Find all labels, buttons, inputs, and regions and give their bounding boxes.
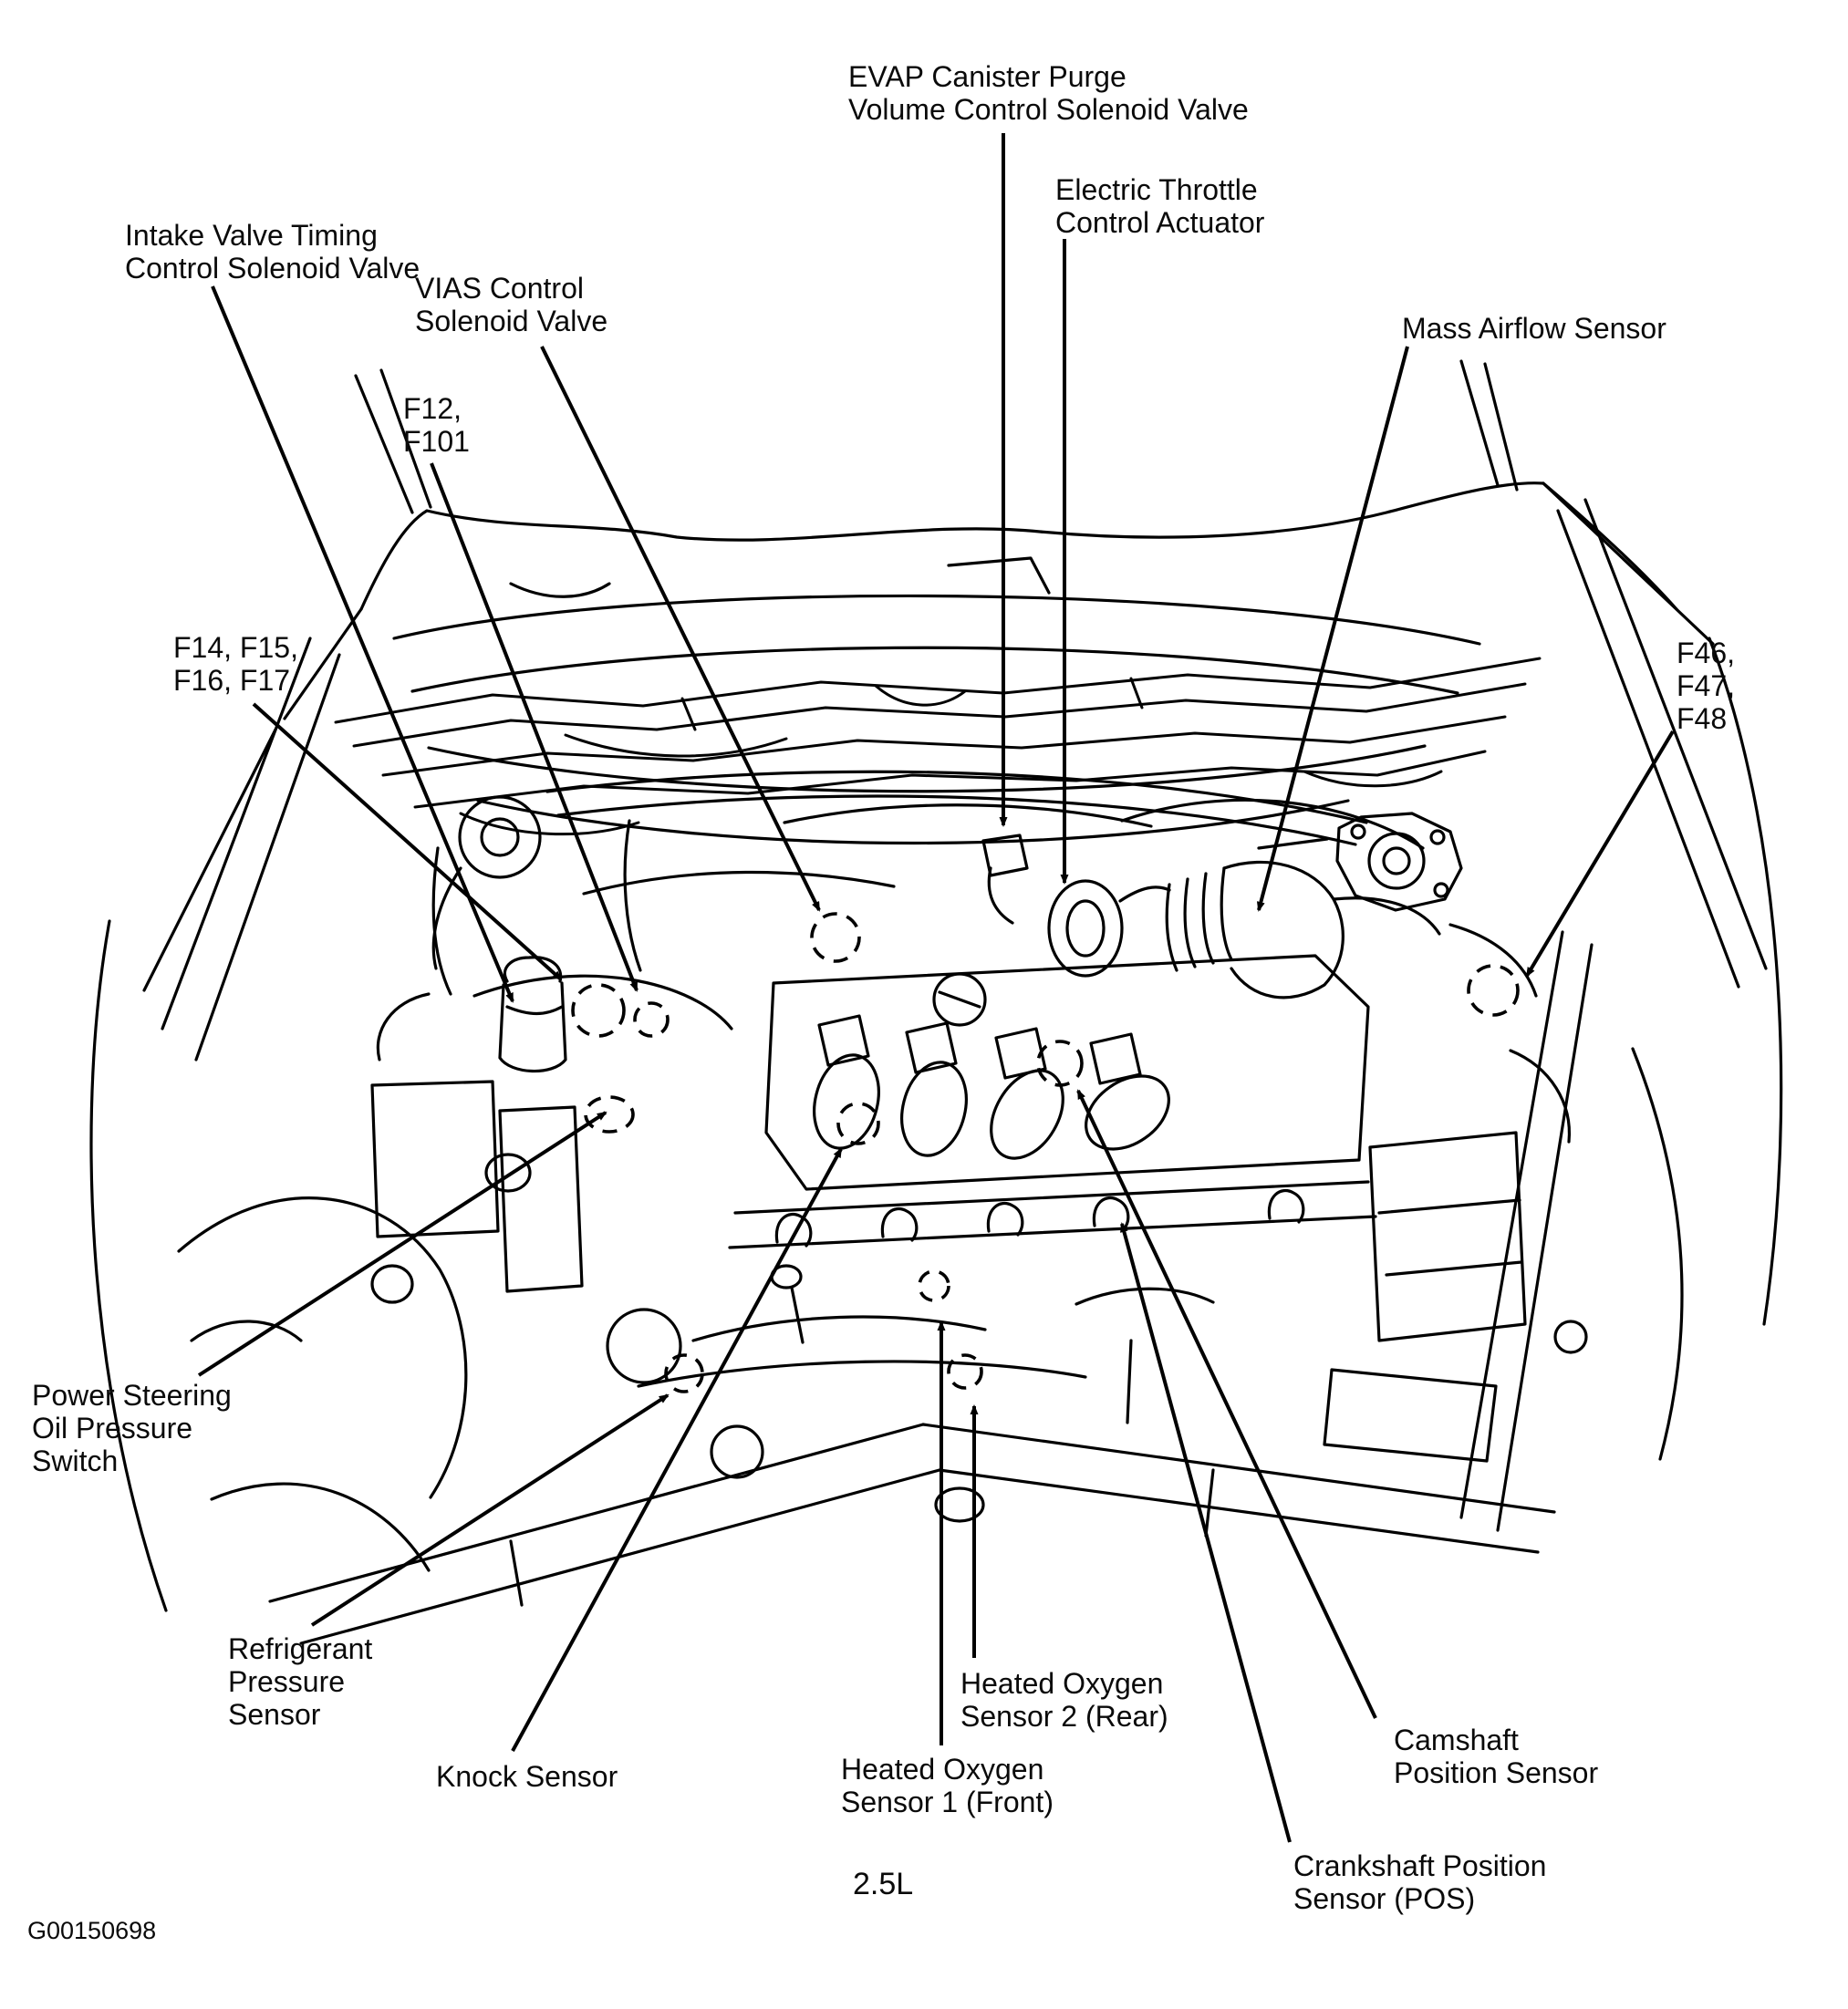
label-line: Camshaft [1394, 1724, 1519, 1756]
leader-lines [197, 133, 1675, 1843]
label-ho2s2-rear: Heated Oxygen Sensor 2 (Rear) [960, 1667, 1168, 1733]
throttle-and-intake-duct [981, 834, 1441, 999]
label-line: Electric Throttle [1055, 173, 1258, 206]
right-strut-tower [1257, 812, 1463, 912]
label-f14-f17: F14, F15, F16, F17 [173, 631, 298, 697]
label-line: G00150698 [27, 1917, 157, 1944]
target-solenoid-cluster [571, 983, 626, 1038]
left-strut-tower [431, 795, 542, 970]
label-line: Refrigerant [228, 1632, 373, 1665]
label-line: Control Actuator [1055, 206, 1265, 239]
label-line: Pressure [228, 1665, 346, 1698]
label-line: Knock Sensor [436, 1760, 618, 1793]
label-line: 2.5L [853, 1867, 914, 1901]
label-camshaft-position-sensor: Camshaft Position Sensor [1394, 1724, 1598, 1789]
target-refrigerant [664, 1353, 704, 1393]
leader-mass-airflow [1256, 346, 1409, 912]
target-power-steering [584, 1095, 635, 1134]
label-line: Control Solenoid Valve [125, 252, 420, 285]
label-f46-f48: F46, F47, F48 [1677, 637, 1735, 735]
label-line: Mass Airflow Sensor [1402, 312, 1666, 345]
hood-underside [283, 482, 1715, 845]
label-line: EVAP Canister Purge [848, 60, 1126, 93]
left-fender [89, 637, 468, 1612]
label-line: F101 [403, 425, 470, 458]
target-camshaft [1036, 1040, 1084, 1087]
label-mass-airflow-sensor: Mass Airflow Sensor [1402, 312, 1666, 345]
label-crankshaft-position-sensor: Crankshaft Position Sensor (POS) [1293, 1849, 1546, 1915]
label-line: Sensor [228, 1698, 321, 1731]
label-refrigerant-pressure-sensor: Refrigerant Pressure Sensor [228, 1632, 372, 1731]
label-line: Heated Oxygen [841, 1753, 1044, 1786]
label-line: Crankshaft Position [1293, 1849, 1547, 1882]
engine-line-art [89, 359, 1783, 1645]
label-line: Position Sensor [1394, 1756, 1599, 1789]
label-line: Sensor 1 (Front) [841, 1786, 1054, 1818]
label-power-steering-switch: Power Steering Oil Pressure Switch [32, 1379, 232, 1477]
leader-refrigerant [310, 1393, 670, 1627]
air-cleaner-and-mount [1323, 923, 1588, 1463]
front-crossmember [268, 1287, 1556, 1645]
label-intake-valve-timing-solenoid: Intake Valve Timing Control Solenoid Val… [125, 219, 420, 285]
label-line: Sensor (POS) [1293, 1882, 1476, 1915]
label-line: F48 [1677, 702, 1728, 735]
fluid-reservoirs [370, 956, 584, 1304]
label-line: F46, [1677, 637, 1736, 669]
label-line: VIAS Control [415, 272, 584, 305]
label-line: Heated Oxygen [960, 1667, 1164, 1700]
leader-f14 [252, 702, 563, 981]
label-line: Solenoid Valve [415, 305, 608, 337]
intake-manifold [728, 1180, 1377, 1344]
leader-camshaft [1076, 1089, 1377, 1719]
label-line: F12, [403, 392, 462, 425]
valve-cover [764, 954, 1370, 1191]
label-line: Switch [32, 1445, 119, 1477]
target-vias [810, 912, 861, 963]
right-fender [1459, 498, 1783, 1532]
label-vias-solenoid: VIAS Control Solenoid Valve [415, 272, 607, 337]
engine-displacement-caption: 2.5L [853, 1868, 913, 1900]
label-line: Volume Control Solenoid Valve [848, 93, 1249, 126]
label-knock-sensor: Knock Sensor [436, 1760, 618, 1793]
leader-crankshaft [1120, 1222, 1292, 1843]
label-electric-throttle-actuator: Electric Throttle Control Actuator [1055, 173, 1264, 239]
leader-intake-valve-timing [211, 285, 514, 1003]
label-line: F47, [1677, 669, 1736, 702]
cowl-panel [334, 657, 1542, 836]
target-ho2s1 [918, 1269, 950, 1302]
ignition-coils [813, 1014, 1170, 1160]
target-ho2s2 [947, 1353, 983, 1390]
leader-vias [540, 346, 821, 912]
hood-corner-strokes [354, 359, 1519, 514]
label-line: F14, F15, [173, 631, 298, 664]
label-line: Power Steering [32, 1379, 232, 1412]
label-line: Oil Pressure [32, 1412, 193, 1445]
leader-knock [511, 1147, 843, 1752]
component-target-markers [571, 912, 1520, 1393]
target-knock [836, 1102, 880, 1145]
target-f46 [1467, 964, 1520, 1017]
label-line: F16, F17 [173, 664, 291, 697]
label-evap-purge-solenoid: EVAP Canister Purge Volume Control Solen… [848, 60, 1249, 126]
label-f12-f101: F12, F101 [403, 392, 470, 458]
figure-id: G00150698 [27, 1917, 156, 1944]
label-line: Intake Valve Timing [125, 219, 378, 252]
label-ho2s1-front: Heated Oxygen Sensor 1 (Front) [841, 1753, 1054, 1818]
leader-power-steering [197, 1111, 607, 1377]
target-f12 [633, 1001, 670, 1038]
leader-f12 [430, 462, 638, 992]
leader-f46 [1525, 730, 1675, 978]
label-line: Sensor 2 (Rear) [960, 1700, 1168, 1733]
